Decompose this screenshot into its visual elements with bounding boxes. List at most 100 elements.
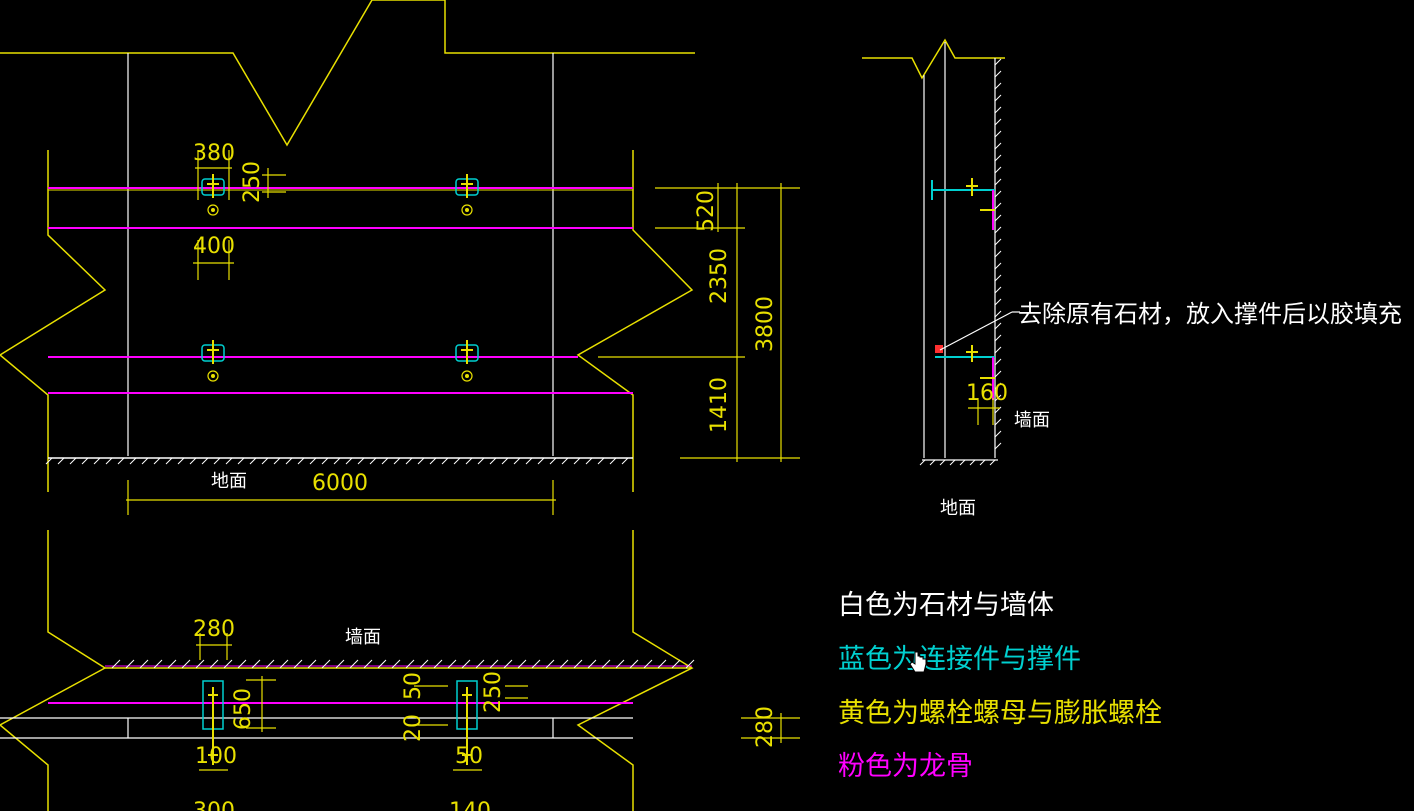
hatch-stroke [989, 459, 996, 466]
color-legend: 白色为石材与墙体 蓝色为连接件与撑件 黄色为螺栓螺母与膨胀螺栓 粉色为龙骨 [838, 590, 1162, 782]
hatch-stroke [994, 274, 1002, 282]
hatch-stroke [994, 202, 1002, 210]
ground-hatch [45, 457, 629, 465]
dim-2350: 2350 [707, 248, 732, 304]
left-break-line [0, 150, 107, 492]
hatch-stroke [321, 659, 331, 669]
hatch-stroke [559, 659, 569, 669]
hatch-stroke [979, 459, 986, 466]
hatch-stroke [265, 659, 275, 669]
hatch-stroke [307, 659, 317, 669]
hatch-stroke [517, 659, 527, 669]
hatch-stroke [125, 659, 135, 669]
hatch-stroke [309, 457, 317, 465]
hatch-stroke [597, 457, 605, 465]
hatch-stroke [959, 459, 966, 466]
hatch-stroke [139, 659, 149, 669]
hatch-stroke [994, 322, 1002, 330]
hatch-stroke [153, 457, 161, 465]
dim-520: 520 [694, 190, 719, 232]
hatch-stroke [117, 457, 125, 465]
hand-pointer-icon [909, 651, 927, 673]
hatch-stroke [357, 457, 365, 465]
hatch-stroke [994, 262, 1002, 270]
hatch-stroke [994, 370, 1002, 378]
section-note: 去除原有石材，放入撑件后以胶填充 [1018, 300, 1402, 328]
hatch-stroke [994, 94, 1002, 102]
hatch-stroke [994, 118, 1002, 126]
hatch-stroke [685, 659, 695, 669]
hatch-stroke [321, 457, 329, 465]
dim-1410: 1410 [707, 377, 732, 433]
hatch-stroke [279, 659, 289, 669]
hatch-stroke [601, 659, 611, 669]
hatch-stroke [501, 457, 509, 465]
hatch-stroke [465, 457, 473, 465]
hatch-stroke [153, 659, 163, 669]
plan-connector[interactable] [456, 680, 478, 765]
hatch-stroke [939, 459, 946, 466]
connector-assembly[interactable] [201, 340, 225, 382]
dim-400: 400 [193, 234, 235, 259]
hatch-stroke [285, 457, 293, 465]
hatch-stroke [273, 457, 281, 465]
hatch-stroke [489, 457, 497, 465]
connector-assembly[interactable] [201, 174, 225, 216]
plan-dimension-lines [196, 633, 800, 771]
hatch-stroke [167, 659, 177, 669]
section-top-break [862, 38, 1005, 80]
hatch-stroke [994, 226, 1002, 234]
hatch-stroke [573, 457, 581, 465]
legend-white: 白色为石材与墙体 [838, 590, 1054, 621]
ground-label-section: 地面 [940, 498, 976, 519]
hatch-stroke [195, 659, 205, 669]
dim-100: 100 [195, 744, 237, 769]
hatch-stroke [585, 457, 593, 465]
hatch-stroke [363, 659, 373, 669]
ground-label-elevation: 地面 [211, 471, 247, 492]
hatch-stroke [513, 457, 521, 465]
dimension-6000-line [126, 480, 556, 515]
dim-50-b: 50 [455, 744, 483, 769]
hatch-stroke [369, 457, 377, 465]
hatch-stroke [994, 166, 1002, 174]
hatch-stroke [929, 459, 936, 466]
hatch-stroke [81, 457, 89, 465]
wall-label-plan: 墙面 [345, 627, 381, 648]
hatch-stroke [251, 659, 261, 669]
dim-50-a: 50 [401, 672, 426, 700]
hatch-stroke [994, 442, 1002, 450]
hatch-stroke [994, 190, 1002, 198]
hatch-stroke [345, 457, 353, 465]
hatch-stroke [994, 298, 1002, 306]
connector-assembly[interactable] [455, 174, 479, 216]
hatch-stroke [209, 659, 219, 669]
hatch-stroke [429, 457, 437, 465]
hatch-stroke [377, 659, 387, 669]
hatch-stroke [561, 457, 569, 465]
hatch-stroke [994, 310, 1002, 318]
hatch-stroke [994, 238, 1002, 246]
hatch-stroke [503, 659, 513, 669]
dimension-vertical-chain [598, 183, 800, 462]
hatch-stroke [475, 659, 485, 669]
hatch-stroke [349, 659, 359, 669]
hatch-stroke [994, 334, 1002, 342]
dim-250-elevation: 250 [240, 161, 265, 203]
hatch-stroke [919, 459, 926, 466]
hatch-stroke [994, 430, 1002, 438]
dim-380: 380 [193, 141, 235, 166]
plan-connector[interactable] [202, 680, 224, 765]
section-connector-top[interactable] [931, 178, 995, 230]
legend-pink: 粉色为龙骨 [838, 751, 973, 782]
hatch-stroke [405, 457, 413, 465]
connector-assembly[interactable] [455, 340, 479, 382]
hatch-stroke [333, 457, 341, 465]
section-connector-bottom[interactable] [935, 345, 995, 400]
hatch-stroke [181, 659, 191, 669]
hatch-stroke [994, 250, 1002, 258]
dim-650: 650 [231, 688, 256, 730]
wall-label-section: 墙面 [1014, 410, 1050, 431]
hatch-stroke [237, 659, 247, 669]
